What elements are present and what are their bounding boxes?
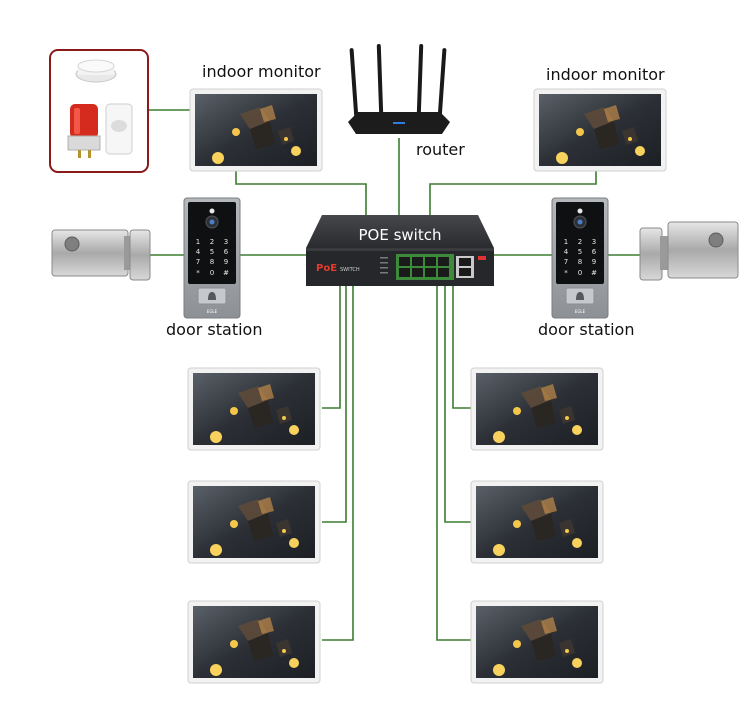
wire-monitor-r3: [436, 286, 472, 641]
indoor-monitor-left: [189, 88, 323, 172]
svg-text:5: 5: [210, 248, 214, 256]
svg-text:1: 1: [564, 238, 568, 246]
svg-text:*: *: [564, 269, 568, 277]
wire-monitor-l2: [322, 286, 347, 523]
svg-text:2: 2: [578, 238, 582, 246]
wire-monitor-left: [235, 160, 367, 222]
svg-text:2: 2: [210, 238, 214, 246]
indoor-monitor-l2: [187, 480, 321, 564]
door-panel-brand-right: EGLE: [575, 309, 586, 314]
indoor-monitor-right: [533, 88, 667, 172]
indoor-monitor-left-label: indoor monitor: [202, 62, 321, 81]
door-station-right-label: door station: [538, 320, 634, 339]
motion-sensor-icon: [105, 103, 133, 155]
wire-monitor-right: [429, 160, 597, 222]
switch-leds: [380, 257, 388, 274]
svg-text:4: 4: [196, 248, 201, 256]
indoor-monitor-r3: [470, 600, 604, 684]
svg-text:9: 9: [224, 258, 228, 266]
indoor-monitor-right-label: indoor monitor: [546, 65, 665, 84]
svg-text:5: 5: [578, 248, 582, 256]
strobe-siren-icon: [67, 104, 101, 158]
bell-icon: [565, 287, 595, 305]
svg-text:6: 6: [224, 248, 229, 256]
wire-monitor-l3: [322, 286, 354, 641]
door-station-left-label: door station: [166, 320, 262, 339]
svg-text:#: #: [591, 269, 597, 277]
wire-monitor-r1: [452, 286, 472, 409]
door-panel-brand-left: EGLE: [207, 309, 218, 314]
camera-icon: [205, 208, 219, 229]
alarm-kit: [49, 49, 149, 173]
svg-text:0: 0: [210, 269, 214, 277]
svg-text:3: 3: [592, 238, 596, 246]
switch-ports: [396, 254, 486, 280]
router-icon: [348, 44, 450, 134]
keypad-icon: 1 2 3 4 5 6 7 8 9 * 0 #: [564, 238, 597, 277]
door-lock-left-icon: [51, 229, 151, 281]
indoor-monitor-l1: [187, 367, 321, 451]
bell-icon: [197, 287, 227, 305]
indoor-monitor-r2: [470, 480, 604, 564]
switch-brand: PoE: [316, 263, 337, 274]
connection-wires: [148, 109, 640, 641]
svg-text:9: 9: [592, 258, 596, 266]
switch-brand-sub: SWITCH: [340, 267, 360, 273]
router-label: router: [416, 140, 465, 159]
smoke-detector-icon: [75, 59, 117, 83]
poe-switch: POE switch PoE SWITCH: [306, 215, 494, 286]
switch-label: POE switch: [359, 226, 442, 244]
wire-monitor-r2: [444, 286, 472, 523]
indoor-monitor-r1: [470, 367, 604, 451]
keypad-icon: 1 2 3 4 5 6 7 8 9 * 0 #: [196, 238, 229, 277]
indoor-monitor-l3: [187, 600, 321, 684]
svg-text:7: 7: [196, 258, 200, 266]
svg-text:0: 0: [578, 269, 582, 277]
svg-text:7: 7: [564, 258, 568, 266]
svg-text:*: *: [196, 269, 200, 277]
svg-text:4: 4: [564, 248, 569, 256]
svg-text:8: 8: [210, 258, 214, 266]
wire-monitor-l1: [322, 286, 341, 409]
svg-text:1: 1: [196, 238, 200, 246]
door-lock-right-icon: [639, 221, 739, 281]
svg-text:8: 8: [578, 258, 582, 266]
svg-text:3: 3: [224, 238, 228, 246]
svg-text:6: 6: [592, 248, 597, 256]
door-station-left: 1 2 3 4 5 6 7 8 9 * 0 # EGLE: [183, 197, 241, 319]
camera-icon: [573, 208, 587, 229]
door-station-right: 1 2 3 4 5 6 7 8 9 * 0 # EGLE: [551, 197, 609, 319]
svg-text:#: #: [223, 269, 229, 277]
